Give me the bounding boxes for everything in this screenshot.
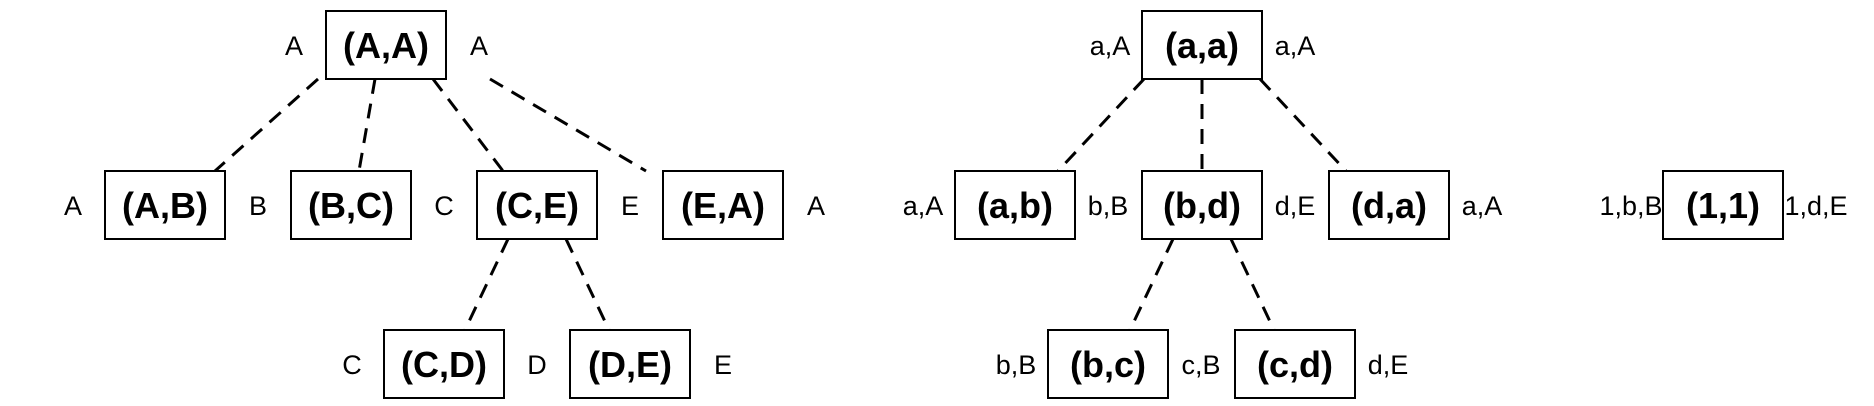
node-label: (D,E)	[588, 344, 672, 385]
node-box	[1047, 329, 1169, 399]
left-side-label: a,A	[1090, 31, 1131, 61]
node-box	[104, 170, 226, 240]
node-bd: (b,d) d,E	[1141, 170, 1316, 240]
right-side-label: d,E	[1275, 191, 1316, 221]
node-label: (C,D)	[401, 344, 487, 385]
left-side-label: C	[342, 350, 362, 380]
node-AA: (A,A) A A	[285, 10, 488, 80]
node-box	[1234, 329, 1356, 399]
right-side-label: 1,d,E	[1784, 191, 1847, 221]
node-box	[476, 170, 598, 240]
left-side-label: A	[64, 191, 82, 221]
node-label: (1,1)	[1686, 185, 1760, 226]
node-label: (E,A)	[681, 185, 765, 226]
node-BC: (B,C) C	[290, 170, 454, 240]
right-side-label: D	[527, 350, 547, 380]
node-box	[1141, 10, 1263, 80]
node-label: (C,E)	[495, 185, 579, 226]
right-side-label: A	[807, 191, 825, 221]
edge-CE-CD	[463, 238, 510, 331]
right-side-label: b,B	[1088, 191, 1129, 221]
node-label: (B,C)	[308, 185, 394, 226]
left-side-label: A	[285, 31, 303, 61]
edge-aa-ab	[1056, 77, 1146, 173]
node-label: (b,c)	[1070, 344, 1146, 385]
node-label: (d,a)	[1351, 185, 1427, 226]
node-box	[1662, 170, 1784, 240]
node-label: (c,d)	[1257, 344, 1333, 385]
left-side-label: 1,b,B	[1599, 191, 1662, 221]
node-cd: (c,d) d,E	[1234, 329, 1409, 399]
node-11: (1,1) 1,b,B 1,d,E	[1599, 170, 1848, 240]
edge-bd-bc	[1128, 238, 1175, 331]
node-box	[569, 329, 691, 399]
right-side-label: E	[714, 350, 732, 380]
node-EA: (E,A) A	[662, 170, 825, 240]
right-side-label: d,E	[1368, 350, 1409, 380]
node-label: (A,A)	[343, 25, 429, 66]
node-box	[325, 10, 447, 80]
node-da: (d,a) a,A	[1328, 170, 1503, 240]
edge-AA-CE	[431, 78, 505, 172]
right-side-label: C	[434, 191, 454, 221]
node-box	[1328, 170, 1450, 240]
right-side-label: c,B	[1181, 350, 1220, 380]
node-box	[662, 170, 784, 240]
node-box	[290, 170, 412, 240]
right-side-label: a,A	[1462, 191, 1503, 221]
node-CE: (C,E) E	[476, 170, 639, 240]
node-box	[383, 329, 505, 399]
node-box	[954, 170, 1076, 240]
node-bc: (b,c) b,B c,B	[996, 329, 1221, 399]
left-side-label: a,A	[903, 191, 944, 221]
edge-AA-BC	[357, 78, 377, 172]
node-label: (a,b)	[977, 185, 1053, 226]
node-box	[1141, 170, 1263, 240]
right-side-label: A	[470, 31, 488, 61]
edges-layer	[214, 77, 1348, 331]
edge-AA-AB	[214, 77, 319, 173]
right-side-label: a,A	[1275, 31, 1316, 61]
left-side-label: b,B	[996, 350, 1037, 380]
node-label: (A,B)	[122, 185, 208, 226]
node-AB: (A,B) A B	[64, 170, 267, 240]
node-aa: (a,a) a,A a,A	[1090, 10, 1316, 80]
edge-CE-DE	[564, 238, 611, 331]
edge-aa-da	[1258, 77, 1348, 173]
node-CD: (C,D) C D	[342, 329, 547, 399]
node-label: (a,a)	[1165, 25, 1239, 66]
node-ab: (a,b) a,A b,B	[903, 170, 1129, 240]
node-label: (b,d)	[1163, 185, 1241, 226]
right-side-label: E	[621, 191, 639, 221]
edge-AA-EA	[489, 77, 647, 173]
edge-bd-cd	[1229, 238, 1276, 331]
node-DE: (D,E) E	[569, 329, 732, 399]
right-side-label: B	[249, 191, 267, 221]
